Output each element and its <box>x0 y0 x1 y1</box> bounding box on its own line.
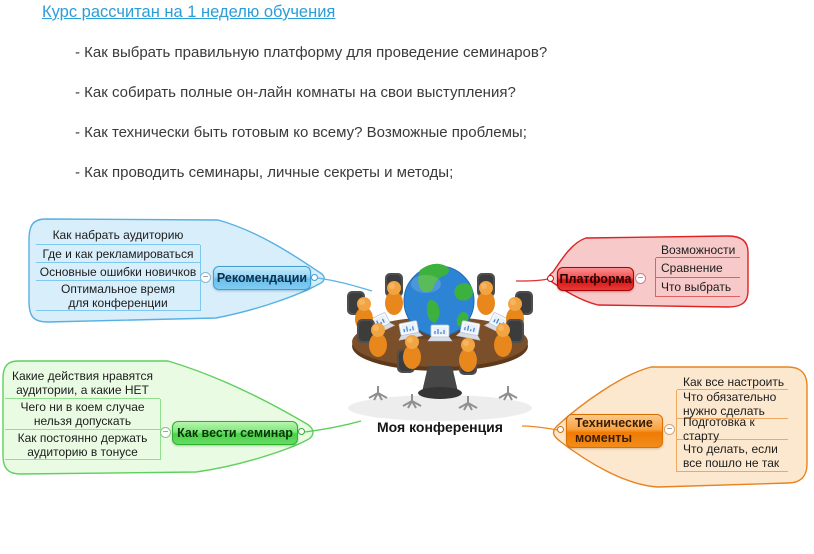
bullet-item: - Как технически быть готовым ко всему? … <box>75 124 527 141</box>
collapse-button[interactable]: − <box>200 272 211 283</box>
connector-technical <box>521 425 559 431</box>
topic-node-technical[interactable]: Технические моменты <box>566 414 663 448</box>
leaf-topic[interactable]: Как постоянно держать аудиторию в тонусе <box>5 430 160 460</box>
branch-recommendations-items: Как набрать аудиторию Где и как рекламир… <box>36 226 200 311</box>
connector-seminar <box>304 420 362 433</box>
leaf-topic[interactable]: Подготовка к старту <box>677 415 788 443</box>
branch-seminar-items: Какие действия нравятся аудитории, а как… <box>5 368 160 460</box>
conference-globe-illustration <box>347 263 533 421</box>
leaf-topic[interactable]: Основные ошибки новичков <box>36 263 200 281</box>
leaf-topic[interactable]: Возможности <box>656 242 740 258</box>
collapse-button[interactable]: − <box>635 273 646 284</box>
leaf-topic[interactable]: Что выбрать <box>656 278 740 297</box>
connection-dot <box>557 426 564 433</box>
leaf-topic[interactable]: Оптимальное время для конференции <box>36 281 200 311</box>
course-duration-link[interactable]: Курс рассчитан на 1 неделю обучения <box>42 3 336 21</box>
leaf-topic[interactable]: Что обязательно нужно сделать <box>677 390 788 419</box>
bracket-line <box>676 390 677 472</box>
leaf-topic[interactable]: Сравнение <box>656 258 740 278</box>
branch-platform-items: Возможности Сравнение Что выбрать <box>656 242 740 297</box>
leaf-topic[interactable]: Как набрать аудиторию <box>36 226 200 245</box>
collapse-button[interactable]: − <box>664 424 675 435</box>
leaf-topic[interactable]: Чего ни в коем случае нельзя допускать <box>5 399 160 430</box>
connector-platform <box>515 278 549 282</box>
leaf-topic[interactable]: Какие действия нравятся аудитории, а как… <box>5 368 160 399</box>
leaf-topic[interactable]: Где и как рекламироваться <box>36 245 200 263</box>
branch-technical-items: Как все настроить Что обязательно нужно … <box>677 374 788 472</box>
bracket-line <box>655 258 656 297</box>
cloud-seminar <box>2 360 314 475</box>
bullet-item: - Как выбрать правильную платформу для п… <box>75 44 548 61</box>
connection-dot <box>298 428 305 435</box>
leaf-topic[interactable]: Что делать, если все пошло не так <box>677 440 788 472</box>
topic-node-recommendations[interactable]: Рекомендации <box>213 266 311 290</box>
central-topic-label: Моя конференция <box>377 419 503 435</box>
leaf-topic[interactable]: Как все настроить <box>677 374 788 390</box>
connection-dot <box>547 275 554 282</box>
topic-node-platform[interactable]: Платформа <box>557 267 634 291</box>
cloud-technical <box>552 366 808 488</box>
connection-dot <box>311 274 318 281</box>
collapse-button[interactable]: − <box>160 427 171 438</box>
bullet-item: - Как проводить семинары, личные секреты… <box>75 164 454 181</box>
connector-recommendations <box>317 277 373 292</box>
bullet-item: - Как собирать полные он-лайн комнаты на… <box>75 84 516 101</box>
topic-node-seminar[interactable]: Как вести семинар <box>172 421 298 445</box>
